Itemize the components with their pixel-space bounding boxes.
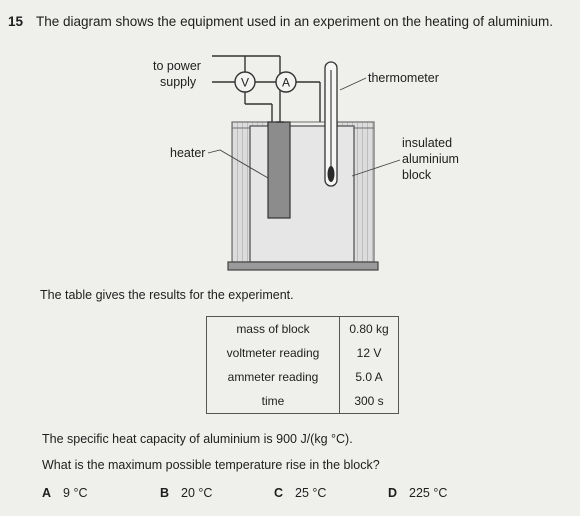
quantity-cell: mass of block bbox=[206, 316, 340, 341]
option-b[interactable]: B 20 °C bbox=[160, 486, 212, 500]
value-cell: 12 V bbox=[339, 341, 399, 365]
quantity-cell: ammeter reading bbox=[206, 365, 340, 389]
option-letter: A bbox=[42, 486, 52, 500]
question-prompt: What is the maximum possible temperature… bbox=[42, 458, 380, 472]
option-d[interactable]: D 225 °C bbox=[388, 486, 447, 500]
quantity-cell: voltmeter reading bbox=[206, 341, 340, 365]
thermometer-label: thermometer bbox=[368, 71, 439, 85]
results-table: mass of block 0.80 kg voltmeter reading … bbox=[206, 316, 399, 414]
value-cell: 0.80 kg bbox=[339, 316, 399, 341]
block-label-line-3: block bbox=[402, 168, 432, 182]
option-c[interactable]: C 25 °C bbox=[274, 486, 326, 500]
option-text: 225 °C bbox=[409, 486, 448, 500]
option-letter: B bbox=[160, 486, 170, 500]
ammeter-symbol: A bbox=[282, 76, 290, 90]
table-row: voltmeter reading 12 V bbox=[206, 341, 399, 365]
question-text: The diagram shows the equipment used in … bbox=[36, 14, 554, 29]
question-number: 15 bbox=[8, 14, 24, 29]
block-label-line-1: insulated bbox=[402, 136, 452, 150]
ammeter: A bbox=[275, 71, 297, 93]
thermometer bbox=[324, 61, 338, 187]
power-supply-label-line-2: supply bbox=[160, 75, 197, 89]
value-cell: 300 s bbox=[339, 389, 399, 414]
circuit-wires bbox=[212, 55, 321, 123]
table-intro: The table gives the results for the expe… bbox=[40, 288, 294, 302]
specific-heat-statement: The specific heat capacity of aluminium … bbox=[42, 432, 353, 446]
table-row: ammeter reading 5.0 A bbox=[206, 365, 399, 389]
apparatus-diagram: V A to power supply thermometer heater i… bbox=[153, 55, 459, 271]
block-label-line-2: aluminium bbox=[402, 152, 459, 166]
table-row: mass of block 0.80 kg bbox=[206, 316, 399, 341]
option-text: 20 °C bbox=[181, 486, 213, 500]
power-supply-label-line-1: to power bbox=[153, 59, 201, 73]
voltmeter-symbol: V bbox=[241, 76, 249, 90]
thermometer-leader bbox=[339, 77, 367, 91]
voltmeter: V bbox=[234, 71, 256, 93]
option-text: 9 °C bbox=[63, 486, 88, 500]
heater-label: heater bbox=[170, 146, 205, 160]
heater-leader bbox=[207, 149, 269, 179]
table-row: time 300 s bbox=[206, 389, 399, 414]
aluminium-block bbox=[249, 125, 355, 263]
quantity-cell: time bbox=[206, 389, 340, 414]
base-plate bbox=[227, 261, 379, 271]
block-leader bbox=[351, 159, 401, 177]
option-text: 25 °C bbox=[295, 486, 327, 500]
heater-element bbox=[267, 121, 291, 219]
value-cell: 5.0 A bbox=[339, 365, 399, 389]
option-a[interactable]: A 9 °C bbox=[42, 486, 87, 500]
option-letter: D bbox=[388, 486, 398, 500]
option-letter: C bbox=[274, 486, 284, 500]
